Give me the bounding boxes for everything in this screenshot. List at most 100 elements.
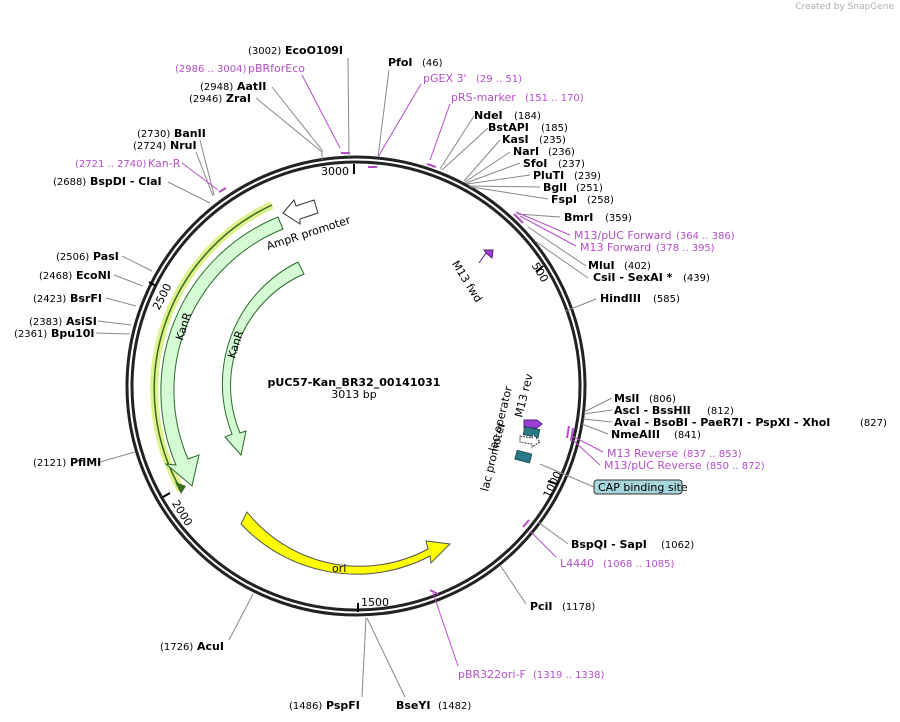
enzyme-pos-bspdi: (2688)	[53, 177, 86, 188]
primer-pos-m13-fwd: (378 .. 395)	[656, 243, 715, 254]
enzyme-name-ecoo109i: EcoO109I	[285, 44, 343, 57]
enzyme-name-msli: MslI	[614, 392, 639, 405]
enzyme-name-pfoi: PfoI	[388, 56, 413, 69]
enzyme-name-bpu10i: Bpu10I	[51, 327, 95, 340]
pleader-m13-rev	[571, 435, 604, 453]
leader-aatii	[271, 86, 323, 160]
backbone-outer	[125, 155, 587, 617]
lac-promoter-arrow[interactable]	[519, 432, 541, 448]
enzyme-pos-pluti: (239)	[574, 171, 601, 182]
enzyme-name-econi: EcoNI	[76, 269, 111, 282]
enzyme-pos-acui: (1726)	[160, 642, 193, 653]
leader-pflmi	[99, 451, 136, 463]
primer-pos-m13puc-fwd: (364 .. 386)	[676, 231, 735, 242]
kanr-inner-arrow[interactable]	[221, 261, 305, 457]
leader-pspfi	[361, 617, 367, 698]
primer-name-l4440: L4440	[560, 557, 594, 570]
enzyme-pos-bseyi: (1482)	[438, 701, 471, 712]
primer-pos-pbrforeco: (2986 .. 3004)	[175, 64, 247, 75]
kanr-gene-arrow[interactable]	[160, 216, 284, 487]
enzyme-pos-pflmi: (2121)	[33, 458, 66, 469]
enzyme-name-pluti: PluTI	[533, 169, 564, 182]
leader-nmeaiii	[581, 423, 609, 435]
leader-zrai	[255, 97, 323, 153]
m13-rev-arrow[interactable]	[523, 419, 543, 429]
enzyme-name-bspdi: BspDI - ClaI	[90, 175, 162, 188]
pleader-m13-fwd	[519, 215, 577, 247]
enzyme-pos-asisi: (2383)	[29, 317, 62, 328]
leader-pasi	[121, 255, 153, 272]
m13-rev-label: M13 rev	[512, 372, 536, 419]
enzyme-pos-bgli: (251)	[576, 183, 603, 194]
enzyme-pos-bmri: (359)	[605, 213, 632, 224]
ori-arrow[interactable]	[240, 511, 452, 575]
leader-mlui	[527, 226, 587, 267]
leader-ndei	[439, 115, 475, 170]
leader-msli	[583, 397, 613, 413]
tick-label-500: 500	[529, 260, 551, 285]
primer-pos-prs: (151 .. 170)	[525, 93, 584, 104]
enzyme-name-bmri: BmrI	[564, 211, 593, 224]
enzyme-pos-bstapi: (185)	[541, 123, 568, 134]
enzyme-name-ndei: NdeI	[474, 109, 503, 122]
enzyme-name-bsrfi: BsrFI	[70, 292, 102, 305]
primer-pos-pbr322: (1319 .. 1338)	[533, 670, 605, 681]
pleader-pbr322	[432, 592, 459, 667]
enzyme-leaders	[95, 57, 613, 698]
enzyme-name-nari: NarI	[513, 145, 539, 158]
kanr-inner-label: KanR	[225, 329, 246, 360]
plasmid-size: 3013 bp	[331, 388, 376, 401]
leader-bspqi	[537, 521, 569, 545]
primer-name-pbrforeco: pBRforEco	[248, 62, 305, 75]
enzyme-pos-bspqi: (1062)	[661, 540, 694, 551]
tick-label-3000: 3000	[321, 165, 349, 178]
enzyme-pos-pasi: (2506)	[56, 252, 89, 263]
enzyme-name-nrui: NruI	[170, 139, 197, 152]
enzyme-name-fspi: FspI	[551, 193, 577, 206]
m13-fwd-arrow[interactable]	[478, 249, 494, 264]
leader-acui	[228, 593, 254, 641]
primer-name-kanr: Kan-R	[148, 157, 181, 170]
enzyme-name-bspqi: BspQI - SapI	[571, 538, 647, 551]
primer-marks	[218, 152, 574, 595]
tick-1000	[547, 480, 558, 485]
enzyme-name-mlui: MluI	[588, 259, 615, 272]
pleader-m13puc-rev	[572, 439, 601, 466]
lac-operator-box[interactable]	[522, 426, 541, 439]
primer-name-m13-fwd: M13 Forward	[580, 241, 651, 254]
enzyme-name-asisi: AsiSI	[66, 315, 97, 328]
pleader-pbrforeco	[301, 74, 341, 149]
enzyme-pos-nmeaiii: (841)	[674, 430, 701, 441]
ampr-promoter-arrow[interactable]	[282, 198, 319, 225]
primer-mark-m13-rev	[566, 425, 570, 439]
snapgene-watermark: Created by SnapGene	[795, 2, 894, 12]
kanr-highlight-arrowhead	[175, 482, 186, 494]
primer-name-prs: pRS-marker	[451, 91, 516, 104]
primer-pos-kanr: (2721 .. 2740)	[75, 159, 147, 170]
leader-sfoi	[465, 162, 521, 184]
leader-nrui	[195, 151, 214, 197]
enzyme-pos-nrui: (2724)	[133, 141, 166, 152]
enzyme-pos-aatii: (2948)	[200, 82, 233, 93]
m13-fwd-label: M13 fwd	[449, 258, 485, 304]
enzyme-pos-csii: (439)	[683, 273, 710, 284]
enzyme-name-bseyi: BseYI	[396, 699, 430, 712]
leader-bgli	[468, 185, 541, 188]
leader-bstapi	[441, 127, 489, 171]
enzyme-name-bstapi: BstAPI	[488, 121, 529, 134]
pleader-prs	[429, 103, 451, 161]
enzyme-pos-fspi: (258)	[587, 195, 614, 206]
leader-econi	[113, 274, 144, 287]
tick-2000	[162, 492, 171, 498]
backbone-inner	[130, 160, 582, 612]
enzyme-name-pasi: PasI	[93, 250, 119, 263]
primer-mark-m13puc-rev	[570, 427, 574, 442]
enzyme-pos-msli: (806)	[649, 394, 676, 405]
primer-pos-m13-rev: (837 .. 853)	[683, 449, 742, 460]
cap-marker-box[interactable]	[514, 449, 533, 464]
primer-mark-prs	[426, 163, 437, 168]
primer-pos-l4440: (1068 .. 1085)	[603, 559, 675, 570]
cap-binding-site-box[interactable]	[593, 479, 683, 495]
primer-name-pgex: pGEX 3'	[423, 72, 467, 85]
